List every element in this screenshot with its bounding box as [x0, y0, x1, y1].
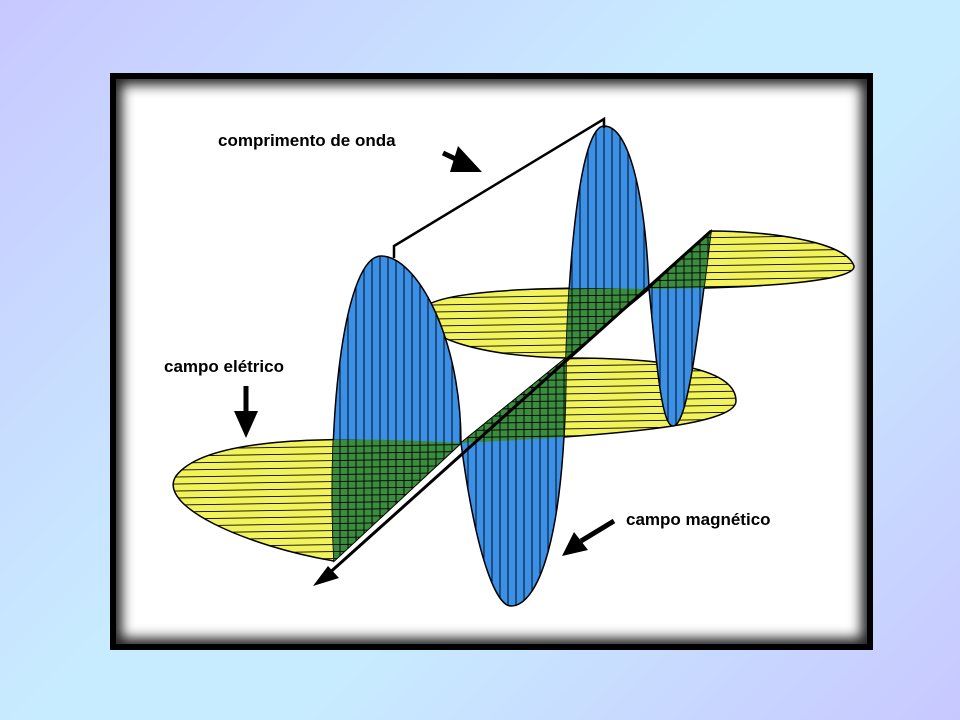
propagation-axis [324, 229, 713, 578]
electric-field-arrow [234, 386, 258, 438]
em-wave-diagram: comprimento de onda campo elétrico campo… [164, 116, 855, 607]
wavelength-label: comprimento de onda [218, 131, 396, 150]
diagram-frame: comprimento de onda campo elétrico campo… [110, 73, 873, 650]
wavelength-arrow [441, 146, 482, 172]
wavelength-bracket [392, 116, 606, 258]
diagram-panel: comprimento de onda campo elétrico campo… [116, 79, 867, 644]
magnetic-field-arrow [562, 518, 616, 556]
axis-arrowhead [313, 566, 339, 586]
magnetic-field-label: campo magnético [626, 510, 771, 529]
overlap-region-4 [649, 231, 711, 289]
electric-field-label: campo elétrico [164, 357, 284, 376]
overlap-region-3 [566, 288, 649, 358]
